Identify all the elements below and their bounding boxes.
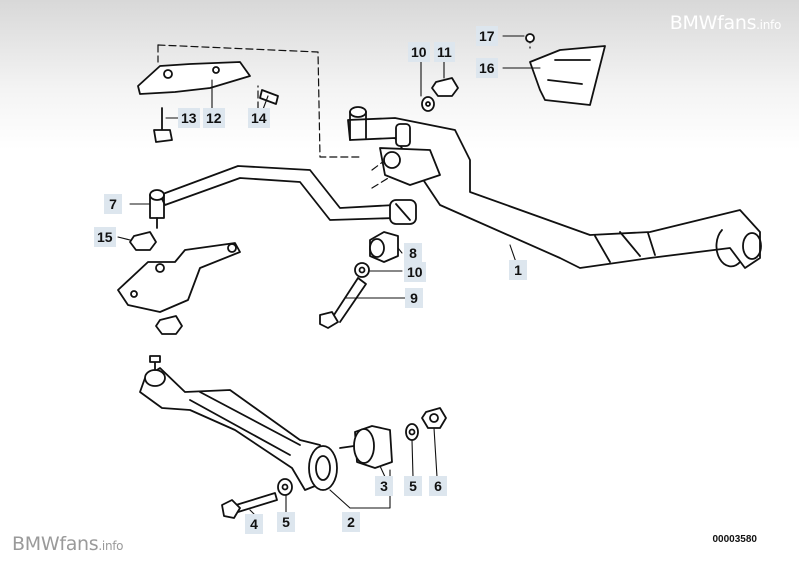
washer-10-lower — [354, 262, 370, 278]
callout-2: 2 — [342, 512, 360, 532]
bushing-3 — [339, 425, 393, 469]
watermark-bottom: BMWfans.info — [12, 533, 124, 555]
bolt-4 — [221, 492, 278, 519]
watermark-suffix: .info — [756, 18, 781, 32]
callout-3: 3 — [375, 476, 393, 496]
upper-bracket — [137, 61, 279, 143]
tie-rod — [149, 165, 417, 229]
washer-5-upper — [405, 423, 419, 441]
callout-6: 6 — [429, 476, 447, 496]
steering-arm — [117, 242, 241, 313]
bushing-8 — [369, 231, 399, 263]
callout-5-lower: 5 — [277, 512, 295, 532]
callout-10-lower: 10 — [404, 262, 426, 282]
callout-9: 9 — [405, 288, 423, 308]
callout-1: 1 — [509, 260, 527, 280]
control-arm — [139, 355, 338, 491]
watermark-brand: BMWfans — [669, 12, 757, 34]
callout-17: 17 — [476, 26, 498, 46]
callout-15: 15 — [94, 227, 116, 247]
nut-15 — [129, 231, 157, 251]
callout-5-upper: 5 — [404, 476, 422, 496]
washer-10-upper — [421, 96, 435, 112]
callout-8: 8 — [404, 243, 422, 263]
nut-6 — [421, 407, 447, 429]
watermark-top: BMWfans.info — [669, 12, 782, 34]
callout-12: 12 — [203, 108, 225, 128]
washer-5-lower — [277, 478, 293, 496]
callout-16: 16 — [476, 58, 498, 78]
drawing-id: 00003580 — [712, 534, 758, 545]
callout-13: 13 — [178, 108, 200, 128]
bolt-9 — [319, 277, 367, 329]
nut-lower — [155, 315, 183, 335]
callout-14: 14 — [248, 108, 270, 128]
heat-shield — [525, 33, 606, 106]
callout-7: 7 — [104, 194, 122, 214]
leader-lines — [117, 35, 541, 515]
callout-4: 4 — [245, 514, 263, 534]
callout-10-upper: 10 — [408, 42, 430, 62]
watermark-brand-bottom: BMWfans — [12, 533, 99, 555]
watermark-suffix-bottom: .info — [98, 539, 124, 553]
nut-11 — [431, 77, 459, 97]
callout-11: 11 — [434, 42, 455, 62]
bar-mount-bracket — [379, 123, 441, 186]
